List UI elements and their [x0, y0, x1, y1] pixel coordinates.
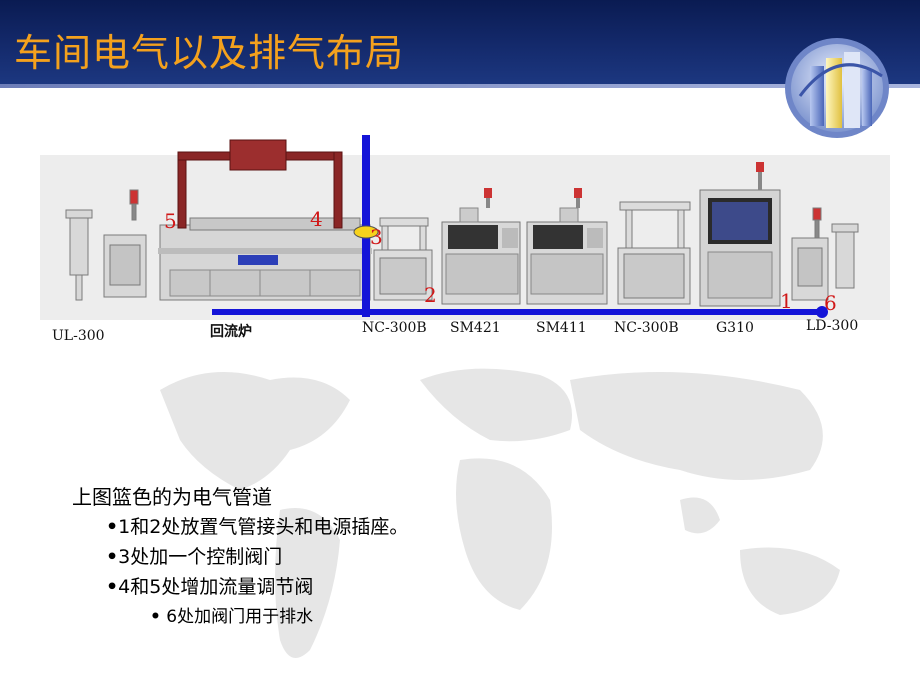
- marker-3: 3: [370, 225, 383, 249]
- marker-1: 1: [780, 289, 793, 313]
- label-sm421: SM421: [450, 320, 501, 336]
- bullet: •: [150, 607, 161, 627]
- marker-4: 4: [310, 207, 323, 231]
- label-nc-300b-2: NC-300B: [614, 320, 679, 336]
- marker-5: 5: [164, 209, 177, 233]
- label-nc-300b-1: NC-300B: [362, 320, 427, 336]
- slide-header: [0, 0, 920, 84]
- drain-valve-marker: [816, 306, 828, 318]
- machine-sm421: [441, 188, 521, 305]
- header-divider: [0, 84, 920, 88]
- production-line-diagram: 5 4 3 2 1 6 UL-300 回流炉 NC-300B SM421 SM4…: [40, 135, 890, 344]
- label-reflow-oven: 回流炉: [210, 323, 252, 340]
- note-text: 1和2处放置气管接头和电源插座。: [118, 516, 409, 538]
- machine-reflow-oven: [158, 217, 372, 301]
- label-ul-300: UL-300: [52, 328, 105, 344]
- note-item: •3处加一个控制阀门: [72, 542, 408, 572]
- marker-6: 6: [824, 291, 837, 315]
- machine-sm411: [526, 188, 608, 305]
- machine-g310: [699, 162, 781, 307]
- machine-nc-300b-1: [373, 217, 433, 301]
- machine-ul-300: [65, 189, 147, 301]
- bullet: •: [106, 546, 119, 568]
- label-g310: G310: [716, 320, 754, 336]
- world-map-background: [160, 368, 840, 658]
- note-text: 3处加一个控制阀门: [118, 546, 283, 568]
- bar-chart-logo-icon: [785, 38, 889, 138]
- control-valve-marker: [353, 225, 379, 239]
- label-ld-300: LD-300: [806, 318, 858, 334]
- note-text: 6处加阀门用于排水: [166, 607, 314, 627]
- machine-ld-300: [791, 207, 859, 301]
- note-item: •4和5处增加流量调节阀: [72, 572, 408, 602]
- machine-nc-300b-2: [617, 201, 691, 305]
- note-text: 4和5处增加流量调节阀: [118, 576, 314, 598]
- bullet: •: [106, 576, 119, 598]
- exhaust-duct: [177, 139, 343, 229]
- note-subitem: • 6处加阀门用于排水: [72, 602, 408, 632]
- bullet: •: [106, 516, 119, 538]
- notes-block: 上图篮色的为电气管道 •1和2处放置气管接头和电源插座。 •3处加一个控制阀门 …: [72, 482, 408, 632]
- marker-2: 2: [424, 283, 437, 307]
- label-sm411: SM411: [536, 320, 587, 336]
- slide-title: 车间电气以及排气布局: [14, 31, 405, 75]
- notes-lead: 上图篮色的为电气管道: [72, 485, 272, 509]
- note-item: •1和2处放置气管接头和电源插座。: [72, 512, 408, 542]
